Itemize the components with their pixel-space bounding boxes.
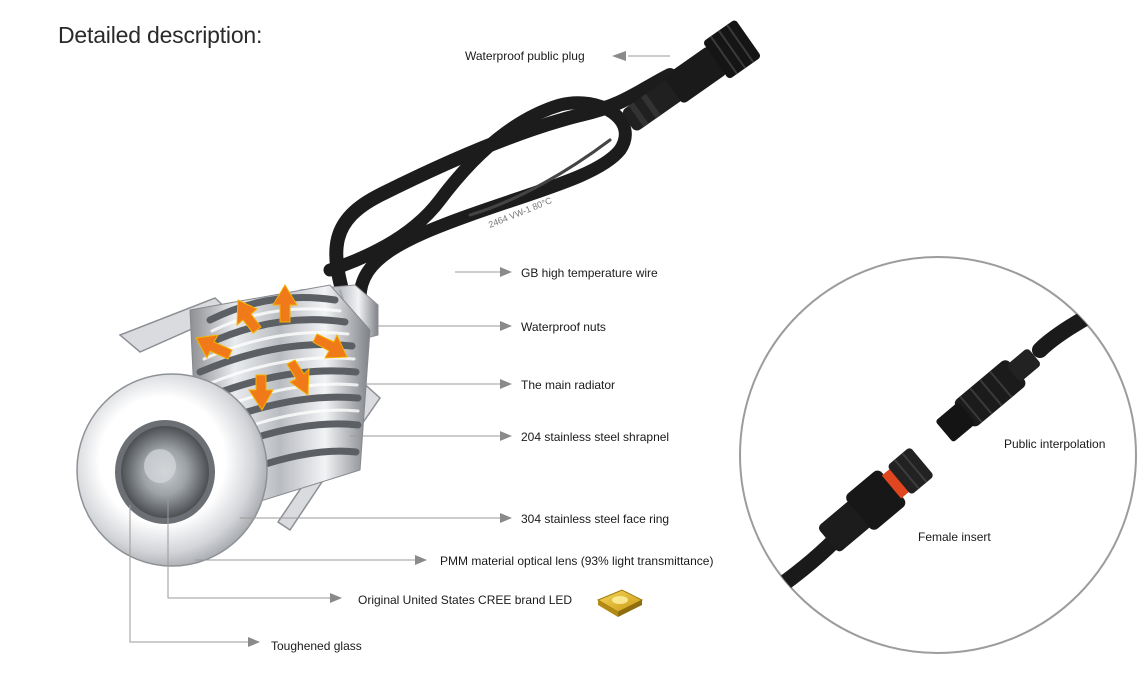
public-plug (622, 20, 761, 131)
optical-lens (121, 426, 209, 518)
cable (323, 68, 677, 307)
heat-arrows (195, 284, 348, 411)
label-toughened-glass: Toughened glass (271, 639, 362, 653)
leader-lines (129, 55, 670, 643)
label-optical-lens: PMM material optical lens (93% light tra… (440, 554, 714, 568)
label-steel-face-ring: 304 stainless steel face ring (521, 512, 670, 526)
label-high-temperature-wire: GB high temperature wire (521, 266, 658, 280)
label-cree-led: Original United States CREE brand LED (358, 593, 573, 607)
label-waterproof-nuts: Waterproof nuts (521, 320, 606, 334)
label-main-radiator: The main radiator (521, 378, 616, 392)
label-steel-shrapnel: 204 stainless steel shrapnel (521, 430, 670, 444)
label-public-interpolation: Public interpolation (1004, 437, 1106, 451)
leader-arrowheads (248, 51, 626, 647)
connector-inset (739, 256, 1137, 654)
label-waterproof-public-plug: Waterproof public plug (465, 49, 585, 63)
label-female-insert: Female insert (918, 530, 991, 544)
cree-led-chip (596, 589, 644, 617)
page-title: Detailed description: (58, 22, 263, 48)
